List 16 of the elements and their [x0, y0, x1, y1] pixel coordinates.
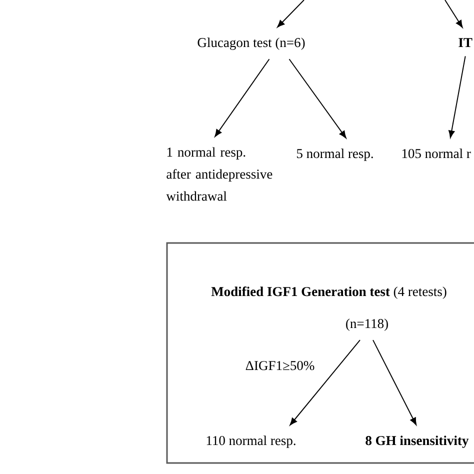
arrow	[290, 340, 360, 426]
count-label: (n=118)	[346, 318, 388, 331]
edge-label: ΔIGF1≥50%	[244, 360, 316, 372]
arrow	[288, 58, 346, 138]
result-label: 110 normal resp.	[206, 436, 296, 448]
result-label: 1 normal resp. after antidepressive withdrawal	[166, 147, 272, 201]
arrow	[277, 0, 304, 28]
arrow	[448, 56, 466, 138]
result-label: 105 normal r	[402, 148, 471, 158]
arrow	[372, 340, 417, 426]
arrow	[444, 0, 463, 28]
result-label: 8 GH insensitivity	[366, 436, 469, 448]
arrow	[214, 58, 270, 137]
result-label: 5 normal resp.	[296, 148, 373, 161]
test-label: Glucagon test (n=6)	[198, 38, 305, 50]
test-label: IT	[458, 38, 472, 47]
